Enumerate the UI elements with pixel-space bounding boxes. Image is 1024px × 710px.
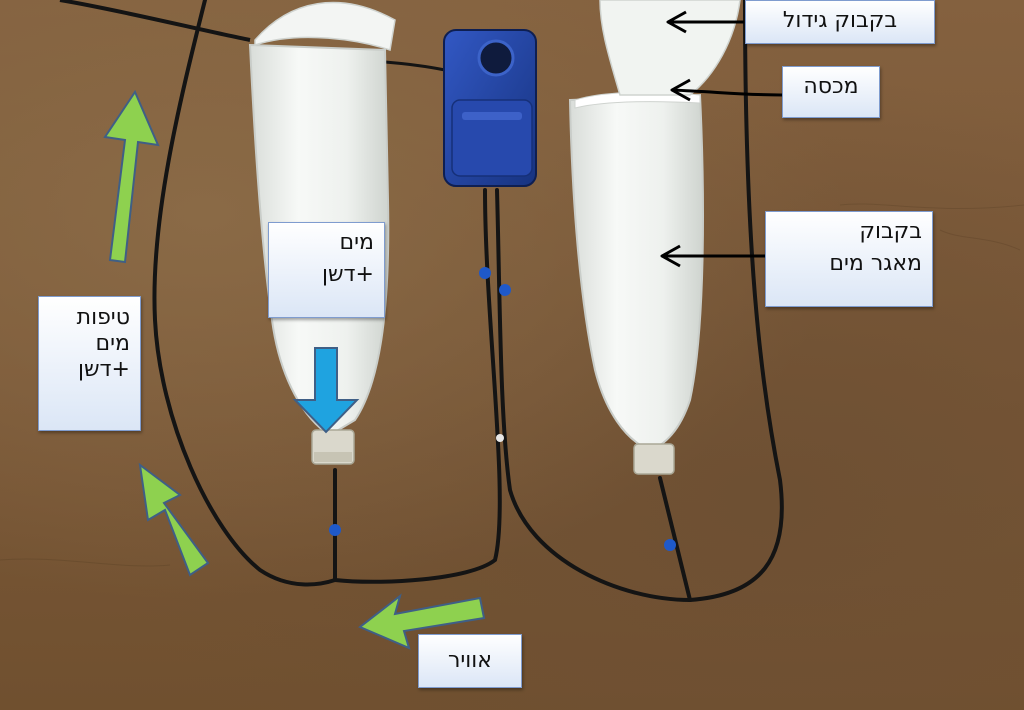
label-reservoir-bottle: בקבוק מאגר מים [765,211,933,307]
label-water-fertilizer: מים +דשן [268,222,385,318]
power-cable [59,0,251,42]
blue-arrow-icon [292,347,360,434]
black-arrow-icon [660,10,786,268]
wall-texture [0,203,1024,567]
label-grow-bottle: בקבוק גידול [745,0,935,44]
pump-cable [384,60,446,72]
grow-bottle-top [599,0,741,96]
tube-fittings [329,267,676,551]
green-arrow-icon [103,89,486,650]
air-pump [443,29,537,187]
label-air: אוויר [418,634,522,688]
label-cap: מכסה [782,66,880,118]
reservoir-bottle-right [568,91,704,475]
label-drops: טיפות מים +דשן [38,296,141,431]
